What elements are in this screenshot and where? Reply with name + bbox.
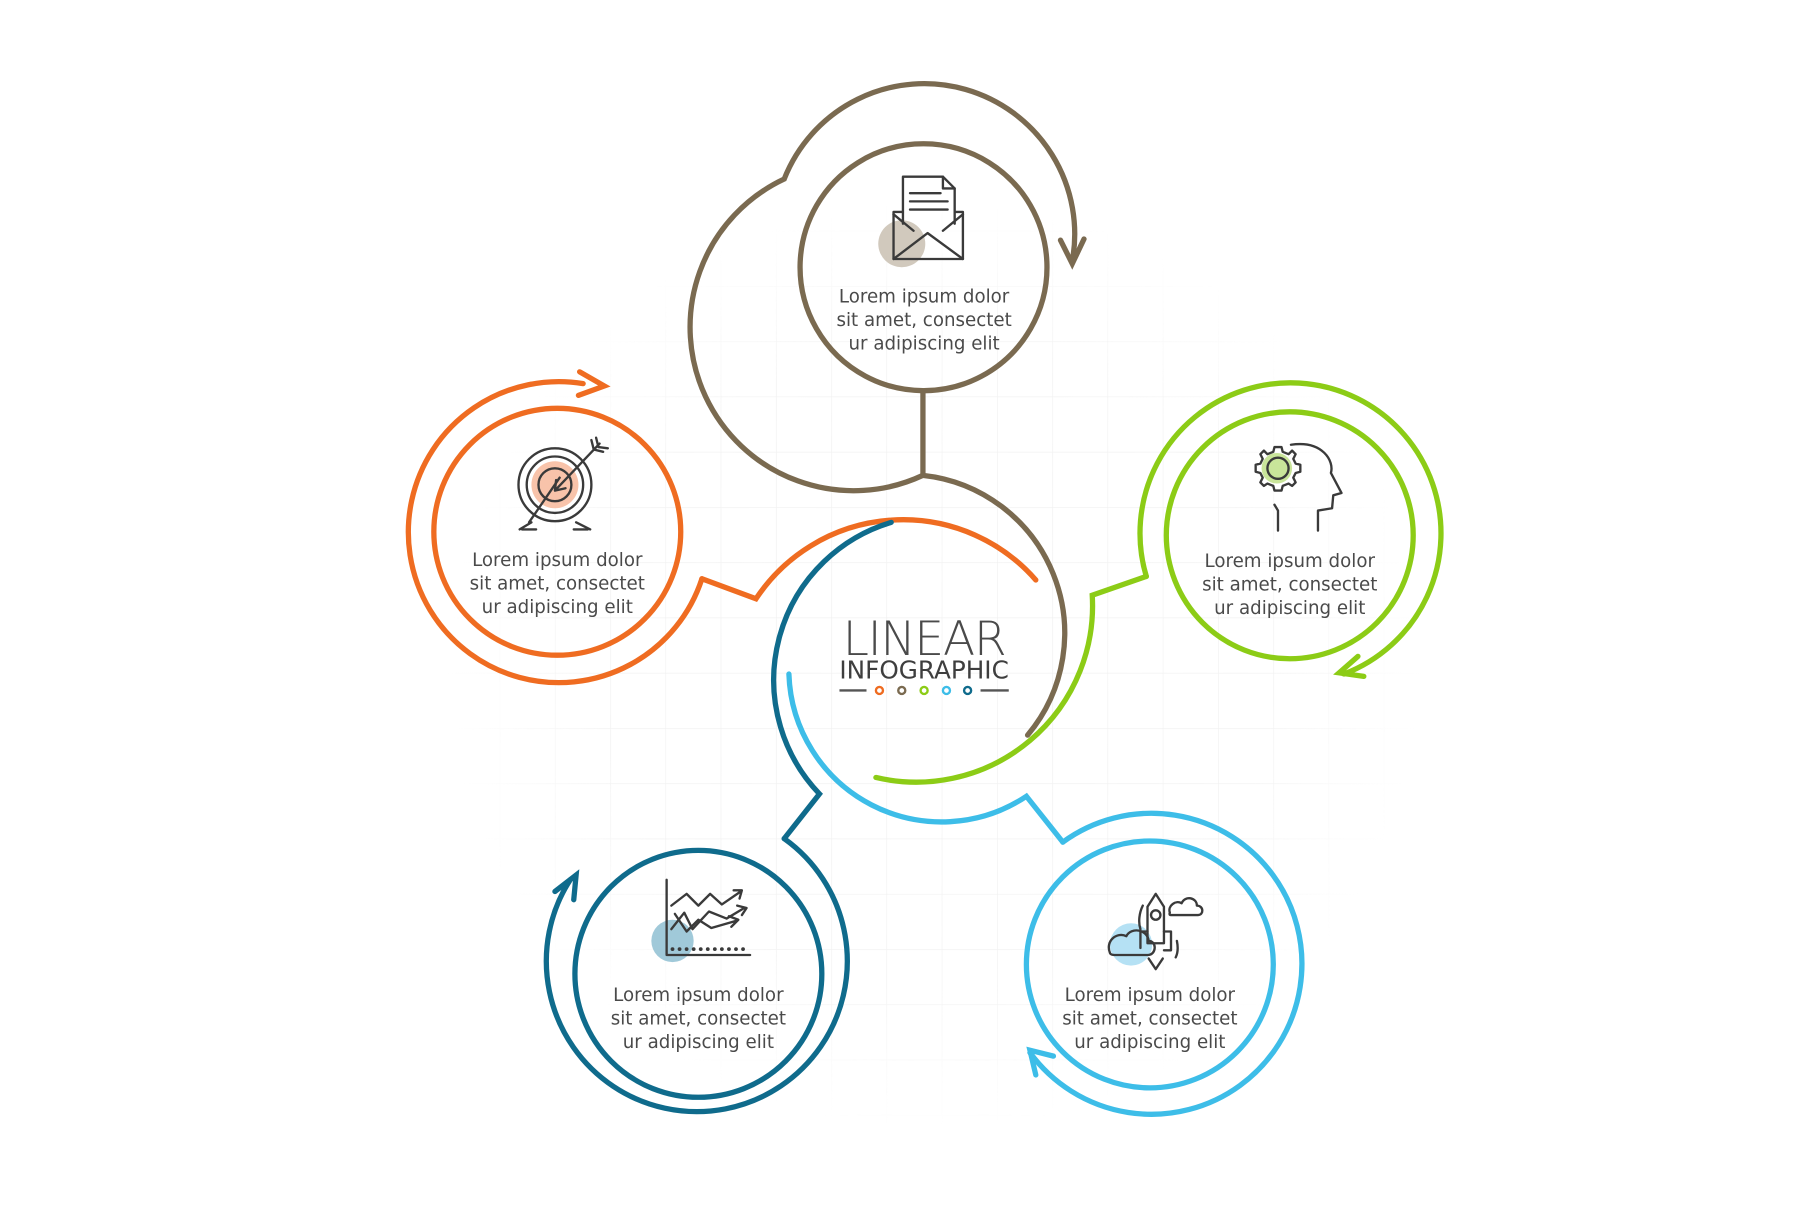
step-bottom-right-line2: sit amet, consectet: [1062, 1008, 1237, 1029]
step-top-line3: ur adipiscing elit: [849, 334, 1000, 355]
head-gear-icon: [1254, 442, 1343, 532]
arrowhead-icon: [1026, 1046, 1057, 1078]
step-top: Lorem ipsum dolor sit amet, consectet ur…: [687, 81, 1087, 494]
legend-dot-orange: [874, 685, 885, 696]
arrowhead-icon: [552, 869, 580, 903]
title-line1: LINEAR: [843, 612, 1006, 667]
legend-dot-dark-blue: [962, 685, 973, 696]
legend-dot-brown: [897, 685, 907, 696]
step-left: Lorem ipsum dolor sit amet, consectet ur…: [405, 369, 705, 686]
step-left-line3: ur adipiscing elit: [482, 597, 633, 618]
step-bottom-right-line3: ur adipiscing elit: [1074, 1032, 1225, 1053]
step-left-line1: Lorem ipsum dolor: [472, 550, 643, 571]
envelope-letter-icon: [878, 175, 965, 268]
step-left-line2: sit amet, consectet: [470, 573, 645, 594]
rocket-clouds-icon: [1107, 892, 1204, 971]
step-right-line2: sit amet, consectet: [1202, 575, 1377, 596]
background-grid: [446, 200, 1423, 1130]
arrowhead-icon: [575, 369, 611, 399]
step-bottom-left-line2: sit amet, consectet: [611, 1008, 786, 1029]
arrowhead-icon: [1057, 236, 1087, 270]
step-right: Lorem ipsum dolor sit amet, consectet ur…: [1137, 380, 1444, 680]
title-line2: INFOGRAPHIC: [839, 656, 1008, 685]
legend-dot-green: [919, 685, 929, 696]
legend-dot-light-blue: [941, 685, 952, 696]
step-top-line2: sit amet, consectet: [836, 310, 1011, 331]
arrowhead-icon: [1333, 653, 1367, 680]
step-bottom-left-line3: ur adipiscing elit: [623, 1032, 774, 1053]
step-right-line1: Lorem ipsum dolor: [1205, 551, 1376, 572]
growth-chart-icon: [651, 878, 752, 963]
step-bottom-right-line1: Lorem ipsum dolor: [1065, 985, 1236, 1006]
step-right-line3: ur adipiscing elit: [1214, 598, 1365, 619]
target-arrow-icon: [517, 436, 610, 531]
step-bottom-left-line1: Lorem ipsum dolor: [613, 985, 784, 1006]
step-bottom-right: Lorem ipsum dolor sit amet, consectet ur…: [1023, 810, 1305, 1117]
step-bottom-left: Lorem ipsum dolor sit amet, consectet ur…: [543, 835, 850, 1115]
step-top-line1: Lorem ipsum dolor: [839, 286, 1010, 307]
center-ring: [699, 388, 1149, 845]
center-title: LINEAR INFOGRAPHIC: [839, 612, 1009, 696]
